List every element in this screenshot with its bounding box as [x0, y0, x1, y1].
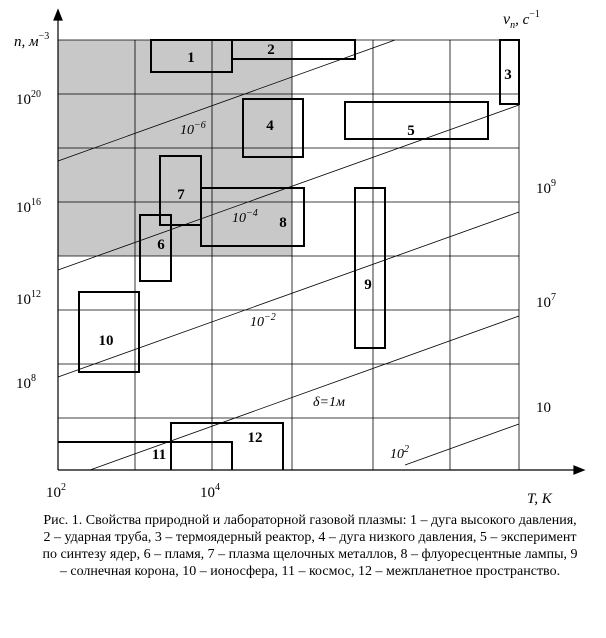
right-tick-10: 10 — [536, 400, 551, 416]
line-label-1e-4: 10−4 — [232, 208, 258, 226]
region-4-label: 4 — [266, 118, 274, 134]
region-7-label: 7 — [177, 187, 185, 203]
line-delta — [89, 315, 520, 471]
region-3-label: 3 — [504, 67, 512, 83]
line-label-delta: δ=1м — [313, 395, 345, 410]
figure-caption: Рис. 1. Свойства природной и лабораторно… — [42, 513, 578, 579]
region-3 — [499, 39, 520, 105]
region-10 — [78, 291, 140, 373]
region-2 — [232, 39, 356, 60]
region-8 — [200, 187, 305, 247]
region-5-label: 5 — [407, 123, 415, 139]
x-axis-title: T, K — [527, 491, 553, 507]
region-1-label: 1 — [187, 50, 195, 66]
x-tick-1e2: 102 — [46, 482, 66, 501]
region-11-label: 11 — [152, 447, 166, 463]
region-9 — [354, 187, 386, 349]
right-axis-title: νп, с−1 — [503, 9, 540, 31]
line-label-1e-2: 10−2 — [250, 312, 276, 330]
region-4 — [242, 98, 304, 158]
regions — [58, 39, 520, 470]
region-2-label: 2 — [267, 42, 275, 58]
y-tick-1e16: 1016 — [16, 197, 41, 216]
region-12-label: 12 — [248, 430, 263, 446]
region-8-label: 8 — [279, 215, 287, 231]
line-label-1e2: 102 — [390, 444, 409, 462]
y-axis-title: n, м−3 — [14, 31, 49, 50]
plasma-diagram: 1 2 3 4 5 6 7 8 9 10 11 12 10−6 10−4 10−… — [14, 8, 586, 507]
axes — [53, 8, 586, 475]
right-tick-1e7: 107 — [536, 292, 556, 311]
line-1e-2 — [57, 211, 520, 378]
right-tick-1e9: 109 — [536, 178, 556, 197]
debye-lines — [57, 39, 520, 471]
x-tick-1e4: 104 — [200, 482, 220, 501]
region-6-label: 6 — [157, 237, 165, 253]
region-6 — [139, 214, 172, 282]
region-12 — [170, 422, 284, 470]
line-label-1e-6: 10−6 — [180, 120, 206, 138]
region-9-label: 9 — [364, 277, 372, 293]
region-1 — [150, 39, 233, 73]
y-tick-1e20: 1020 — [16, 89, 41, 108]
y-tick-1e12: 1012 — [16, 289, 41, 308]
line-1e2 — [404, 423, 520, 466]
region-5 — [344, 101, 489, 140]
line-1e-6 — [57, 39, 396, 162]
region-11 — [58, 441, 233, 470]
grid — [58, 39, 520, 470]
y-tick-1e8: 108 — [16, 373, 36, 392]
region-10-label: 10 — [99, 333, 114, 349]
